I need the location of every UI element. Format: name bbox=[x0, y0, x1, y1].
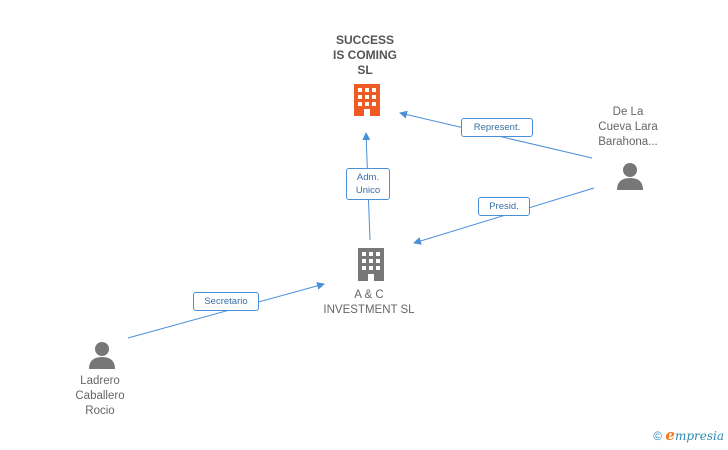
edge-label-adm-unico[interactable]: Adm. Unico bbox=[346, 168, 390, 200]
edge-label-presid[interactable]: Presid. bbox=[478, 197, 530, 216]
copyright-symbol: © bbox=[653, 429, 663, 443]
person-icon-ladrero[interactable] bbox=[89, 342, 115, 369]
building-icon-ac-investment[interactable] bbox=[358, 248, 384, 281]
person-label-de-la-cueva[interactable]: De La Cueva Lara Barahona... bbox=[598, 106, 658, 148]
edge-label-represent[interactable]: Represent. bbox=[461, 118, 533, 137]
person-label-ladrero[interactable]: Ladrero Caballero Rocio bbox=[75, 375, 125, 417]
building-icon-main[interactable] bbox=[354, 84, 380, 116]
edge-secretario[interactable] bbox=[127, 282, 325, 339]
brand-initial: e bbox=[665, 426, 675, 444]
company-label-success-is-coming[interactable]: SUCCESS IS COMING SL bbox=[332, 33, 397, 77]
company-label-ac-investment[interactable]: A & C INVESTMENT SL bbox=[323, 289, 415, 316]
brand-rest: mpresia bbox=[674, 429, 724, 443]
empresia-logo[interactable]: © empresia bbox=[653, 426, 724, 444]
brand-name: empresia bbox=[665, 426, 724, 444]
edge-label-secretario[interactable]: Secretario bbox=[193, 292, 259, 311]
person-icon-de-la-cueva[interactable] bbox=[617, 163, 643, 190]
